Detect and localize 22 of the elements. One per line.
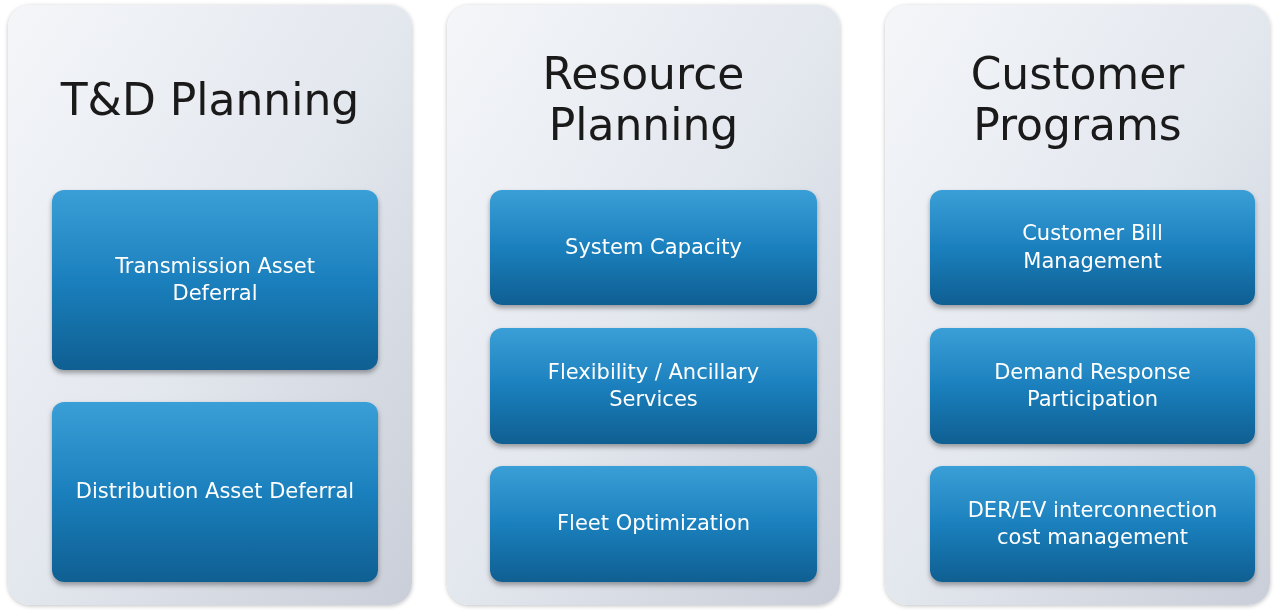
panel-title: Resource Planning: [541, 49, 746, 151]
panel-title: T&D Planning: [60, 74, 360, 126]
item-label: System Capacity: [565, 233, 742, 261]
item-label: Transmission Asset Deferral: [114, 252, 316, 307]
category-panel: [8, 5, 412, 605]
item-box: [930, 190, 1255, 305]
item-label: Demand Response Participation: [993, 358, 1192, 413]
item-box: [930, 328, 1255, 444]
item-label: Distribution Asset Deferral: [75, 478, 355, 506]
item-box: [52, 190, 378, 370]
item-box: [490, 328, 817, 444]
category-panel: [447, 5, 840, 605]
panel-title: Customer Programs: [969, 49, 1186, 151]
item-label: Fleet Optimization: [557, 510, 750, 538]
item-box: [52, 402, 378, 582]
item-box: [490, 466, 817, 582]
item-label: Customer Bill Management: [1021, 220, 1164, 275]
item-box: [490, 190, 817, 305]
category-panel: [885, 5, 1270, 605]
item-label: DER/EV interconnection cost management: [966, 496, 1219, 551]
item-label: Flexibility / Ancillary Services: [546, 358, 761, 413]
item-box: [930, 466, 1255, 582]
